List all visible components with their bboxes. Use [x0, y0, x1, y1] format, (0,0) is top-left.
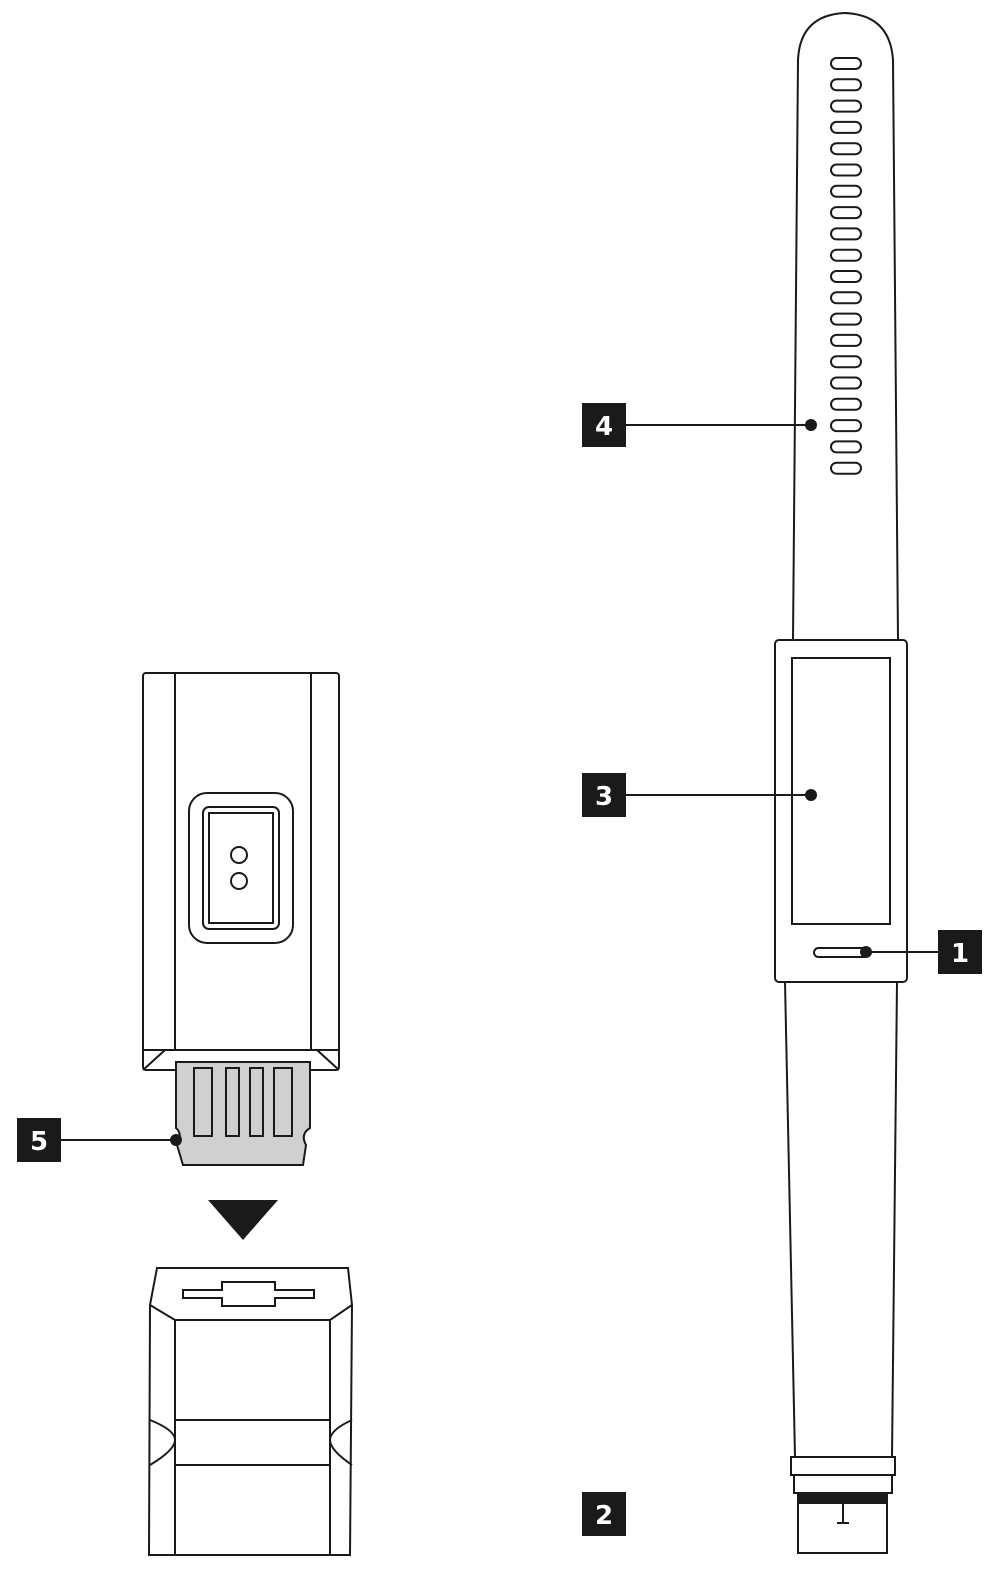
- tracker-body: [774, 639, 908, 983]
- callout-3: 3: [582, 773, 817, 817]
- strap-hole: [830, 333, 862, 347]
- display-screen: [791, 657, 891, 925]
- callout-4: 4: [582, 403, 817, 447]
- callout-5: 5: [17, 1118, 182, 1162]
- strap-holes: [830, 57, 862, 475]
- callout-3-label: 3: [595, 782, 613, 812]
- callout-1-label: 1: [951, 939, 969, 969]
- strap-hole: [830, 270, 862, 283]
- strap-hole: [830, 419, 862, 433]
- charging-pin-top: [230, 846, 248, 864]
- callout-2: 2: [582, 1492, 626, 1536]
- upper-strap: [792, 11, 899, 641]
- strap-hole: [830, 312, 862, 326]
- charger-device: [142, 672, 340, 1166]
- strap-hole: [830, 376, 862, 390]
- callout-1: 1: [860, 930, 982, 974]
- strap-hole: [830, 461, 862, 475]
- strap-loop-lower: [793, 1474, 893, 1494]
- callout-2-label: 2: [595, 1501, 613, 1531]
- strap-hole: [830, 440, 862, 454]
- down-arrow-icon: [208, 1200, 278, 1240]
- touch-button: [813, 947, 869, 958]
- strap-hole: [830, 142, 862, 156]
- lower-strap: [784, 981, 898, 1458]
- strap-hole: [830, 78, 862, 92]
- usb-plug: [175, 1061, 311, 1166]
- charging-pin-bottom: [230, 872, 248, 890]
- charging-port-inner: [202, 806, 280, 930]
- strap-hole: [830, 248, 862, 262]
- strap-hole: [830, 99, 862, 113]
- charging-port-outer: [188, 792, 294, 944]
- callout-5-label: 5: [30, 1127, 48, 1157]
- strap-hole: [830, 227, 862, 241]
- strap-hole: [830, 120, 862, 134]
- usb-receptacle: [147, 1267, 354, 1556]
- strap-hole: [830, 163, 862, 177]
- strap-hole: [830, 206, 862, 220]
- strap-hole: [830, 397, 862, 411]
- strap-loop: [790, 1456, 896, 1476]
- strap-hole: [830, 291, 862, 305]
- fitness-band: [774, 11, 908, 1554]
- callout-4-label: 4: [595, 412, 613, 442]
- strap-hole: [830, 57, 862, 70]
- charger-body: [142, 672, 340, 1071]
- strap-hole: [830, 184, 862, 198]
- strap-hole: [830, 355, 862, 369]
